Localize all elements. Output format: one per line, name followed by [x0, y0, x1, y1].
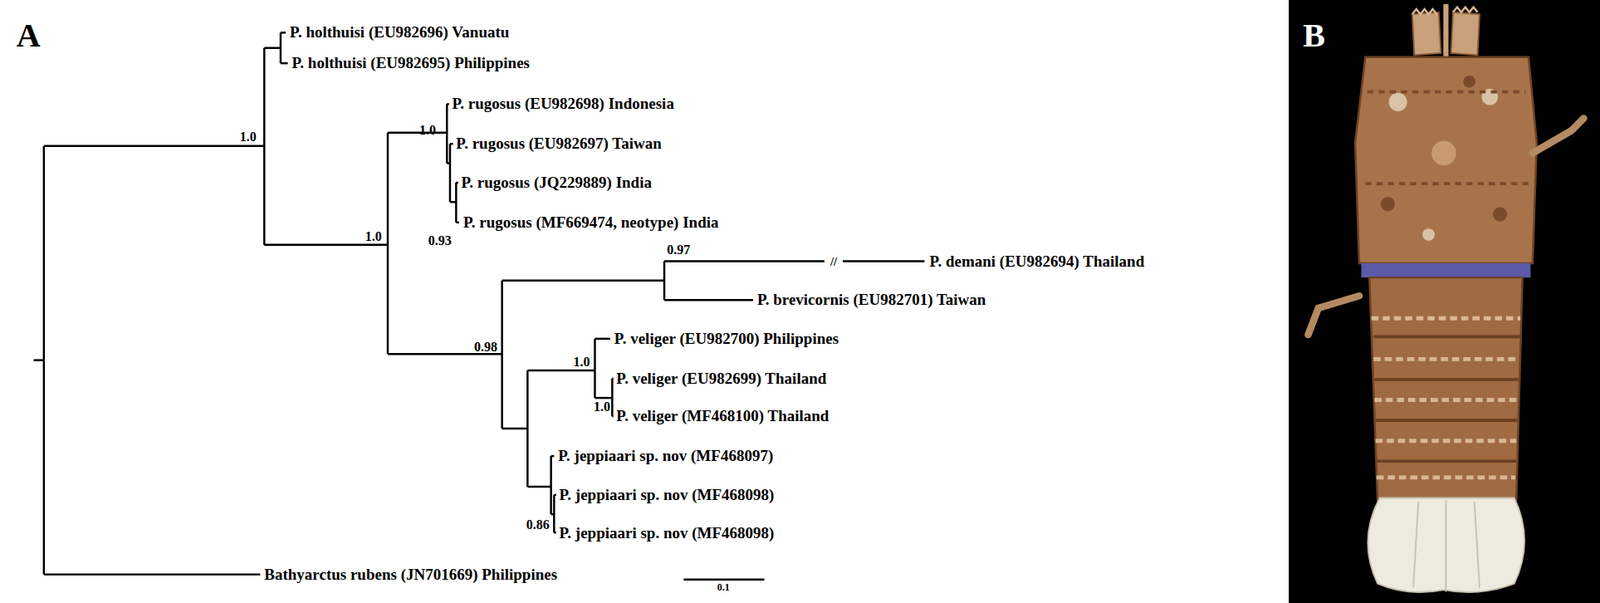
taxon-label: P. veliger (EU982700) Philippines [614, 330, 839, 348]
taxon-label: P. holthuisi (EU982695) Philippines [291, 54, 529, 73]
support-value: 0.93 [428, 233, 452, 249]
photo-panel [1288, 0, 1600, 603]
taxon-label: P. rugosus (EU982697) Taiwan [455, 135, 661, 153]
taxon-label: P. jeppiaari sp. nov (MF468097) [557, 447, 774, 465]
lobster-illustration [1308, 4, 1585, 593]
taxon-label: P. jeppiaari sp. nov (MF468098) [558, 523, 774, 542]
taxon-label: P. rugosus (JQ229889) India [460, 174, 651, 192]
taxon-label: P. brevicornis (EU982701) Taiwan [757, 291, 987, 309]
taxon-label: P. jeppiaari sp. nov (MF468098) [558, 486, 774, 504]
taxon-label: P. holthuisi (EU982696) Vanuatu [289, 24, 509, 42]
support-value: 1.0 [419, 123, 436, 139]
branch-break: // [830, 254, 837, 269]
support-value: 1.0 [593, 400, 611, 416]
support-value: 0.98 [474, 339, 498, 355]
taxon-label: P. veliger (MF468100) Thailand [616, 407, 829, 426]
taxon-label: P. rugosus (MF669474, neotype) India [463, 213, 720, 231]
support-value: 1.0 [573, 354, 591, 370]
panel-letter: B [1302, 17, 1326, 54]
taxon-label: P. demani (EU982694) Thailand [929, 252, 1145, 270]
support-value: 0.97 [666, 242, 690, 258]
support-value: 1.0 [239, 129, 257, 145]
support-value: 0.86 [526, 517, 550, 533]
support-value: 1.0 [365, 229, 382, 245]
taxon-label: P. veliger (EU982699) Thailand [616, 369, 827, 387]
taxon-label: P. rugosus (EU982698) Indonesia [451, 95, 674, 113]
taxon-label: Bathyarctus rubens (JN701669) Philippine… [264, 565, 558, 583]
panel-letter: A [16, 17, 41, 54]
scale-value: 0.1 [717, 582, 730, 593]
